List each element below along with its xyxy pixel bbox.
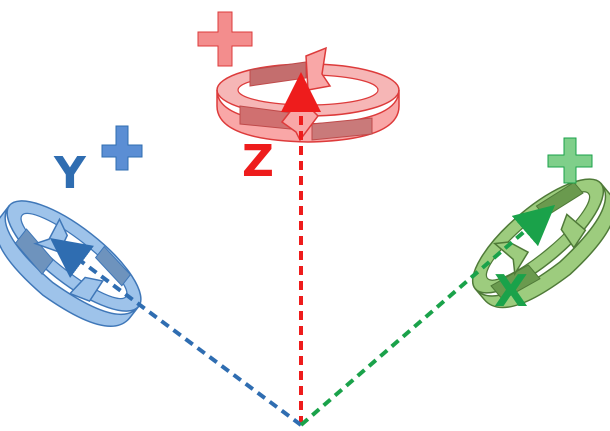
y-axis-label: Y — [53, 148, 87, 199]
x-rotation-ring — [471, 178, 610, 309]
y-axis-line — [49, 238, 303, 427]
z-rotation-ring — [216, 46, 400, 143]
x-plus-sign — [547, 137, 593, 184]
y-rotation-ring — [0, 200, 142, 328]
x-axis-label: X — [494, 266, 528, 317]
z-axis-label: Z — [242, 136, 274, 187]
x-axis-line — [299, 204, 556, 427]
z-plus-sign — [197, 11, 253, 67]
y-plus-sign — [101, 125, 143, 171]
